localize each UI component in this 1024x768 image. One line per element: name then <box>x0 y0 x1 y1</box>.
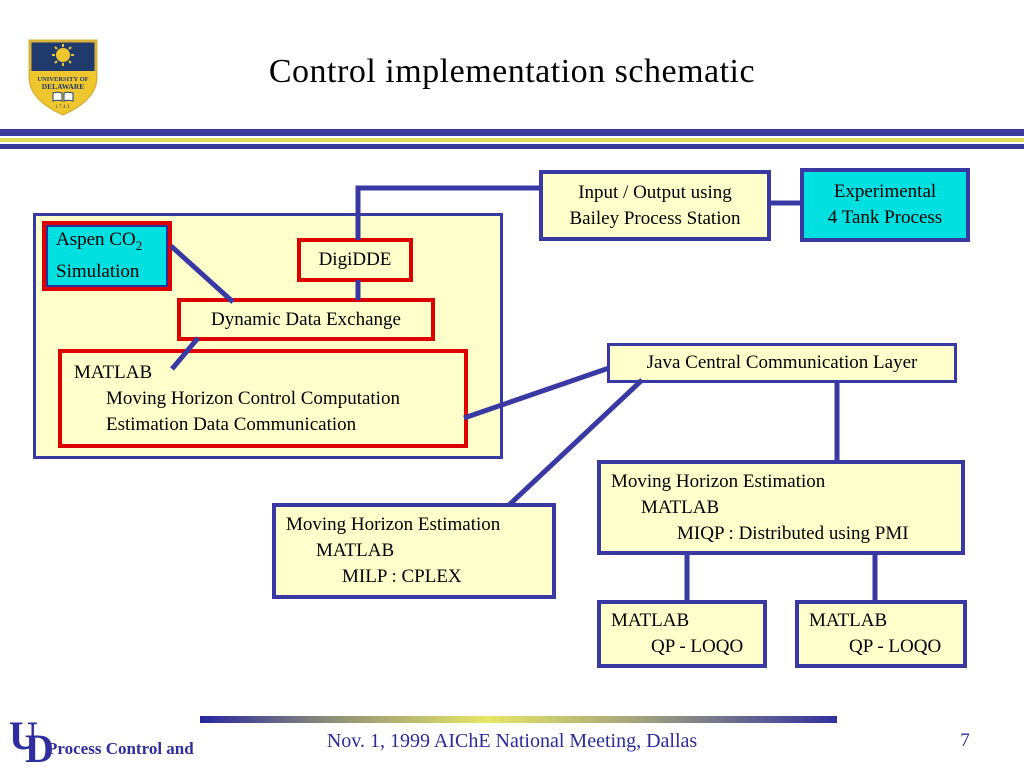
matlab-control-line1: MATLAB <box>74 361 153 383</box>
logo-university-text: UNIVERSITY OF <box>37 76 88 83</box>
page-number: 7 <box>960 730 970 751</box>
mhe-right-line3: MIQP : Distributed using PMI <box>677 522 909 544</box>
aspen-line2: Simulation <box>56 260 140 282</box>
java-layer-label: Java Central Communication Layer <box>646 352 918 373</box>
qp-left-line1: MATLAB <box>611 610 690 631</box>
matlab-qp-loqo-left-box: MATLAB QP - LOQO <box>597 600 767 668</box>
aspen-line1: Aspen CO2 <box>56 229 143 253</box>
university-shield-logo: UNIVERSITY OF DELAWARE 1743 <box>28 39 98 116</box>
mhe-miqp-pmi-box: Moving Horizon Estimation MATLAB MIQP : … <box>597 460 965 555</box>
qp-right-line1: MATLAB <box>809 610 888 631</box>
digidde-box: DigiDDE <box>297 238 413 282</box>
open-book-icon <box>52 91 74 102</box>
bailey-io-box: Input / Output using Bailey Process Stat… <box>539 170 771 241</box>
matlab-qp-loqo-right-box: MATLAB QP - LOQO <box>795 600 967 668</box>
title-divider <box>0 129 1024 149</box>
logo-year-text: 1743 <box>55 105 71 110</box>
mhe-right-line2: MATLAB <box>641 496 720 518</box>
qp-left-line2: QP - LOQO <box>651 636 744 657</box>
mhe-right-line1: Moving Horizon Estimation <box>611 470 826 492</box>
aspen-co2-simulation-box: Aspen CO2 Simulation <box>42 221 172 291</box>
experimental-4-tank-box: Experimental 4 Tank Process <box>800 168 970 242</box>
mhe-left-line3: MILP : CPLEX <box>342 566 462 587</box>
meeting-title: Nov. 1, 1999 AIChE National Meeting, Dal… <box>326 730 698 752</box>
dynamic-data-exchange-box: Dynamic Data Exchange <box>177 298 435 341</box>
io-line1: Input / Output using <box>578 181 732 203</box>
page-title: Control implementation schematic <box>268 53 756 90</box>
java-communication-layer-box: Java Central Communication Layer <box>607 343 957 383</box>
mhe-left-line1: Moving Horizon Estimation <box>286 514 501 535</box>
digidde-label: DigiDDE <box>318 249 392 270</box>
logo-delaware-text: DELAWARE <box>42 82 85 91</box>
mhe-left-line2: MATLAB <box>316 540 395 561</box>
qp-right-line2: QP - LOQO <box>849 636 942 657</box>
exp-line2: 4 Tank Process <box>827 207 943 228</box>
matlab-control-line2: Moving Horizon Control Computation <box>106 387 400 409</box>
io-line2: Bailey Process Station <box>569 207 741 229</box>
dde-label: Dynamic Data Exchange <box>211 308 401 330</box>
consortium-text: Process Control and Monitoring Consortiu… <box>47 722 235 768</box>
matlab-control-box: MATLAB Moving Horizon Control Computatio… <box>58 349 468 448</box>
exp-line1: Experimental <box>833 181 937 202</box>
ud-monogram-d: D <box>25 726 54 768</box>
mhe-milp-cplex-box: Moving Horizon Estimation MATLAB MILP : … <box>272 503 556 599</box>
consortium-line1: Process Control and <box>47 739 194 758</box>
ud-monogram-u: U <box>9 713 38 758</box>
sun-icon <box>52 44 74 66</box>
footer-gradient-bar <box>200 716 837 723</box>
matlab-control-line3: Estimation Data Communication <box>106 413 357 435</box>
